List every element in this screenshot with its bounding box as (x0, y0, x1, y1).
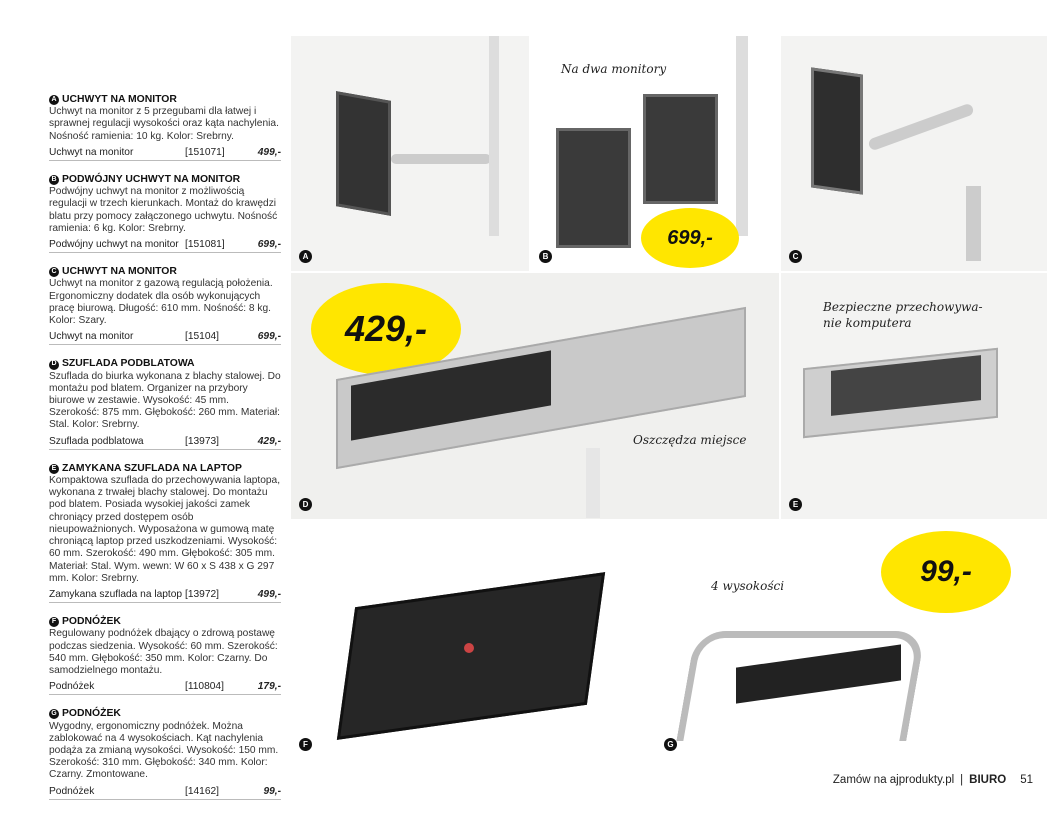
letter-badge: E (49, 463, 59, 474)
price-bubble-d: 429,- (311, 283, 461, 375)
product-code: [15104] (185, 331, 219, 343)
product-price: 499,- (257, 146, 281, 158)
product-title-text: ZAMYKANA SZUFLADA NA LAPTOP (62, 462, 242, 474)
product-description: Podwójny uchwyt na monitor z możliwością… (49, 186, 278, 234)
product-code: [151071] (185, 146, 225, 158)
footer-separator: | (960, 774, 964, 786)
product-name: Podnóżek (49, 785, 95, 797)
product-title-text: PODWÓJNY UCHWYT NA MONITOR (62, 174, 241, 186)
product-description: Szuflada do biurka wykonana z blachy sta… (49, 370, 281, 431)
annotation-d: Oszczędza miejsce (633, 433, 747, 447)
price-row: Uchwyt na monitor [15104] 699,- (49, 331, 281, 346)
price-row: Uchwyt na monitor [151071] 499,- (49, 146, 281, 162)
product-description: Kompaktowa szuflada do przechowywania la… (49, 475, 281, 584)
product-description: Uchwyt na monitor z 5 przegubami dla łat… (49, 106, 279, 142)
label-f: F (299, 738, 312, 751)
product-name: Podwójny uchwyt na monitor (49, 239, 179, 251)
product-description: Uchwyt na monitor z gazową regulacją poł… (49, 278, 273, 327)
product-description: Wygodny, ergonomiczny podnóżek. Można za… (49, 720, 279, 781)
price-bubble-g: 99,- (881, 531, 1011, 613)
photo-e: Bezpieczne przechowywa- nie komputera E (780, 272, 1048, 520)
product-title-text: SZUFLADA PODBLATOWA (62, 358, 195, 370)
product-code: [13972] (185, 588, 219, 600)
product-price: 699,- (257, 331, 281, 343)
footer-section: BIURO (969, 774, 1007, 786)
price-row: Podnóżek [110804] 179,- (49, 681, 281, 696)
price-bubble-b: 699,- (641, 208, 739, 268)
product-title-text: UCHWYT NA MONITOR (62, 94, 177, 105)
photo-g: 99,- 4 wysokości G (655, 520, 1048, 760)
price-row: Zamykana szuflada na laptop[13972] 499,- (49, 588, 281, 604)
label-d: D (299, 498, 312, 511)
product-title-text: PODNÓŻEK (62, 616, 121, 628)
product-code: [151081] (185, 239, 225, 251)
annotation-g: 4 wysokości (711, 579, 785, 593)
letter-badge: C (49, 267, 59, 278)
label-g: G (664, 738, 677, 751)
letter-badge: G (49, 709, 59, 720)
label-b: B (539, 250, 552, 263)
product-price: 99,- (263, 785, 281, 797)
price-row: Szuflada podblatowa [13973] 429,- (49, 436, 281, 450)
photo-b: Na dwa monitory 699,- B (530, 35, 780, 272)
photo-c: C (780, 35, 1048, 272)
annotation-b: Na dwa monitory (561, 62, 667, 76)
letter-badge: B (49, 175, 59, 186)
letter-badge: D (49, 359, 59, 370)
photo-a: A (290, 35, 530, 272)
product-description: Regulowany podnóżek dbający o zdrową pos… (49, 628, 278, 676)
label-e: E (789, 498, 802, 511)
page-footer: Zamów na ajprodukty.pl | BIURO 51 (833, 774, 1033, 786)
product-code: [14162] (185, 785, 219, 797)
product-name: Zamykana szuflada na laptop (49, 588, 183, 600)
page-number: 51 (1020, 774, 1033, 786)
product-name: Podnóżek (49, 681, 95, 693)
product-code: [110804] (185, 681, 224, 693)
price-row: Podnóżek [14162] 99,- (49, 786, 281, 800)
product-name: Szuflada podblatowa (49, 435, 144, 447)
label-c: C (789, 250, 802, 263)
product-price: 429,- (257, 435, 281, 447)
price-row: Podwójny uchwyt na monitor [151081] 699,- (49, 239, 281, 254)
label-a: A (299, 250, 312, 263)
product-name: Uchwyt na monitor (49, 331, 134, 343)
annotation-e: Bezpieczne przechowywa- nie komputera (823, 300, 983, 330)
product-price: 499,- (257, 588, 281, 600)
product-code: [13973] (185, 435, 219, 447)
product-price: 699,- (257, 239, 281, 251)
letter-badge: F (49, 617, 59, 628)
photo-f: F (290, 520, 655, 760)
letter-badge: A (49, 95, 59, 106)
footer-link[interactable]: Zamów na ajprodukty.pl (832, 774, 955, 786)
product-title-text: UCHWYT NA MONITOR (62, 266, 177, 278)
photo-d: 429,- Oszczędza miejsce D (290, 272, 780, 520)
product-price: 179,- (257, 681, 281, 693)
product-title-text: PODNÓŻEK (62, 708, 121, 720)
product-name: Uchwyt na monitor (49, 146, 134, 158)
